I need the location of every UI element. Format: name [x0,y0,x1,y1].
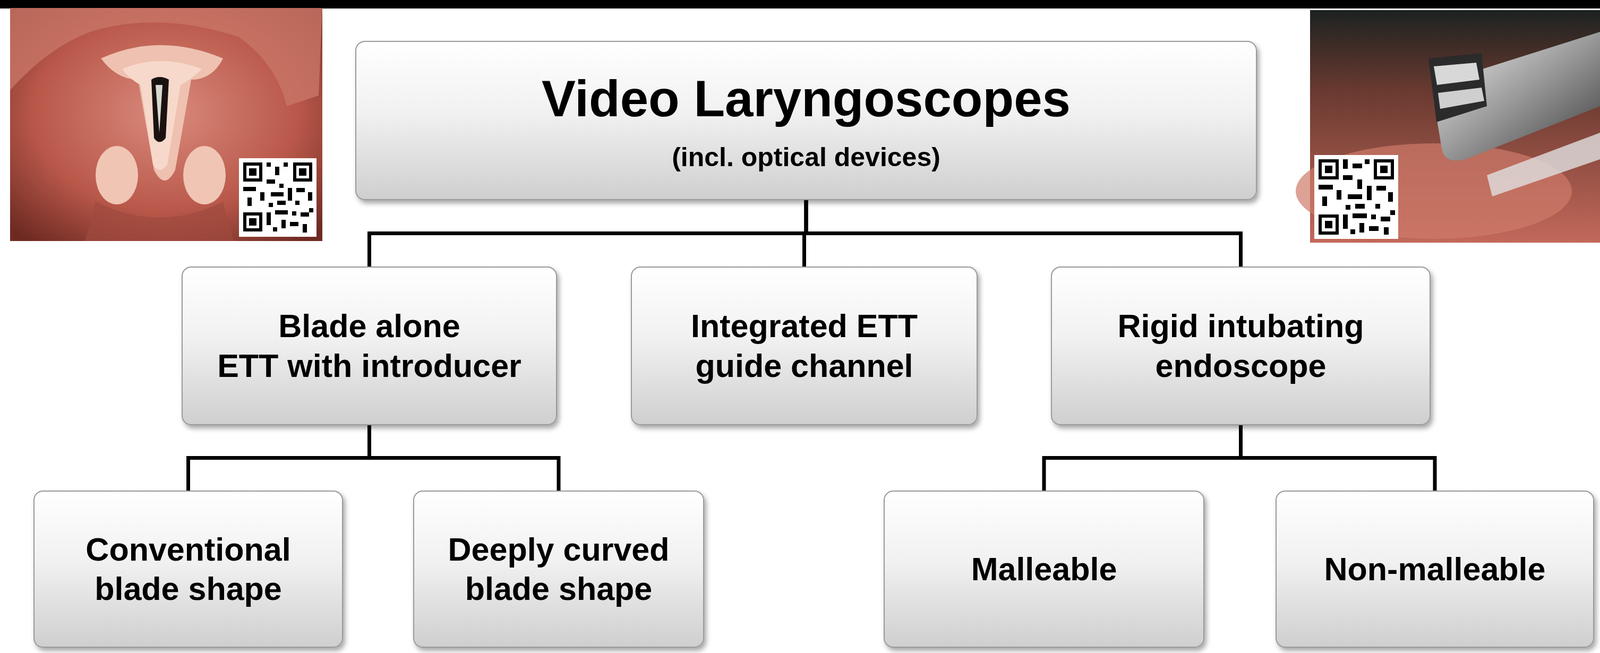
larynx-photo [10,7,323,242]
tree-connector [1044,425,1242,491]
tree-connector [369,200,807,267]
box-label: Blade alone [278,306,460,346]
box-label: Rigid intubating endoscope [1071,306,1411,386]
category-box: Blade aloneETT with introducer [181,266,558,426]
subcategory-box: Non-malleable [1275,490,1595,648]
tree-connector [1241,425,1436,491]
subcategory-box: Conventional blade shape [33,490,344,648]
tree-connector [369,425,560,491]
subcategory-box: Malleable [883,490,1205,648]
category-box: Integrated ETT guide channel [630,266,978,426]
endoscope-photo [1295,10,1600,243]
box-label: Deeply curved blade shape [425,529,692,610]
qr-code [1314,155,1399,239]
qr-code [238,158,317,237]
box-label: Non-malleable [1324,549,1546,589]
tree-connector [806,200,1242,267]
category-box: Rigid intubating endoscope [1050,266,1431,426]
subcategory-box: Deeply curved blade shape [413,490,705,648]
box-label: ETT with introducer [217,346,522,386]
box-label: Integrated ETT guide channel [645,306,964,386]
box-label: Conventional blade shape [46,529,331,610]
diagram-subheading: (incl. optical devices) [671,141,941,174]
tree-connector [188,425,370,491]
root-box: Video Laryngoscopes (incl. optical device… [355,40,1257,201]
box-label: Malleable [971,549,1118,589]
diagram-heading: Video Laryngoscopes [541,67,1071,130]
